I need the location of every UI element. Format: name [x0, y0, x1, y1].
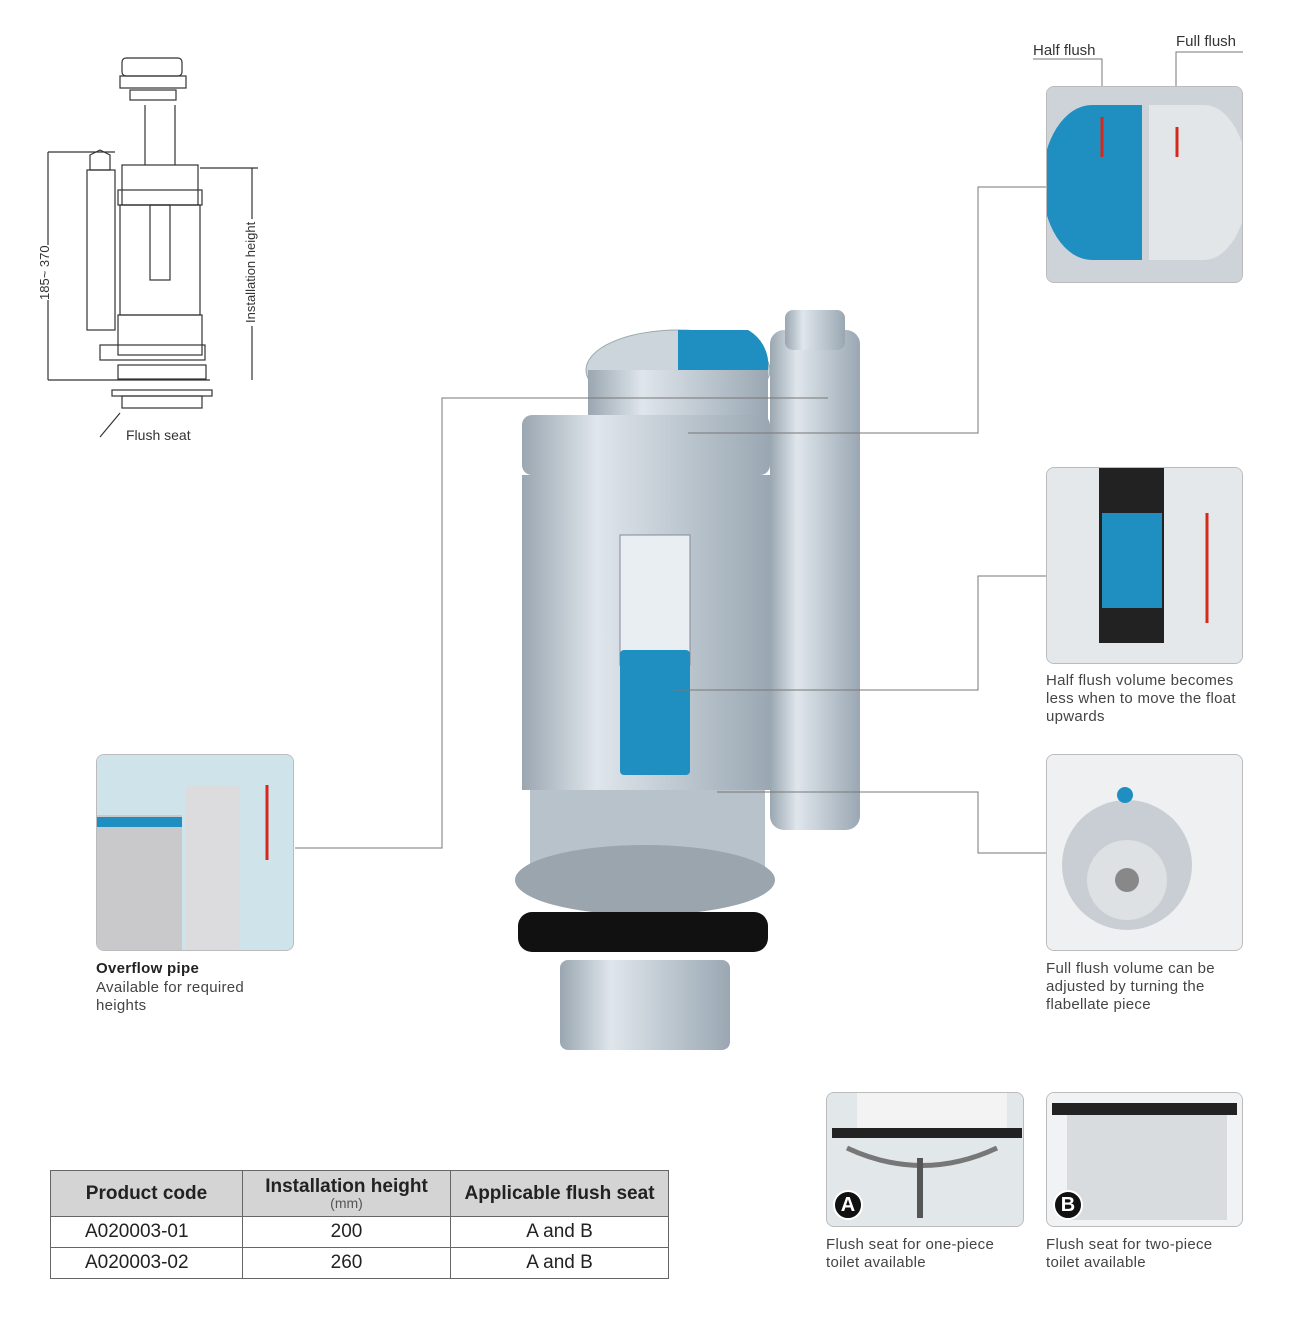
cell-installation-height: 260: [242, 1247, 451, 1279]
flush-seat-a-caption: Flush seat for one-piece toilet availabl…: [826, 1236, 995, 1271]
header-unit: (mm): [330, 1195, 363, 1211]
table-header-row: Product code Installation height(mm) App…: [50, 1170, 669, 1217]
overflow-pipe-caption: Available for required heights: [96, 979, 245, 1014]
float-photo: [1046, 467, 1243, 664]
table-row: A020003-01 200 A and B: [50, 1216, 669, 1248]
half-flush-volume-caption: Half flush volume becomes less when to m…: [1046, 672, 1236, 725]
seat-a-badge: A: [833, 1190, 863, 1220]
flush-buttons-photo: [1046, 86, 1243, 283]
full-flush-label: Full flush: [1176, 33, 1237, 50]
flabellate-piece-photo: [1046, 754, 1243, 951]
half-flush-label: Half flush: [1033, 42, 1096, 59]
cell-flush-seat: A and B: [450, 1247, 669, 1279]
cell-flush-seat: A and B: [450, 1216, 669, 1248]
overflow-pipe-title: Overflow pipe: [96, 960, 200, 977]
seat-b-badge: B: [1053, 1190, 1083, 1220]
full-flush-volume-caption: Full flush volume can be adjusted by tur…: [1046, 960, 1215, 1013]
overflow-pipe-photo: [96, 754, 294, 951]
cell-installation-height: 200: [242, 1216, 451, 1248]
product-spec-table: Product code Installation height(mm) App…: [50, 1170, 669, 1279]
header-flush-seat: Applicable flush seat: [450, 1170, 669, 1217]
cell-product-code: A020003-01: [50, 1216, 243, 1248]
table-row: A020003-02 260 A and B: [50, 1247, 669, 1279]
header-installation-height-text: Installation height: [265, 1176, 428, 1197]
flush-seat-b-caption: Flush seat for two-piece toilet availabl…: [1046, 1236, 1213, 1271]
header-product-code: Product code: [50, 1170, 243, 1217]
flush-valve-product-image: [515, 310, 860, 1050]
flush-seat-b-photo: B: [1046, 1092, 1243, 1227]
flush-seat-label: Flush seat: [126, 427, 191, 443]
flush-seat-a-photo: A: [826, 1092, 1024, 1227]
header-installation-height: Installation height(mm): [242, 1170, 451, 1217]
cell-product-code: A020003-02: [50, 1247, 243, 1279]
